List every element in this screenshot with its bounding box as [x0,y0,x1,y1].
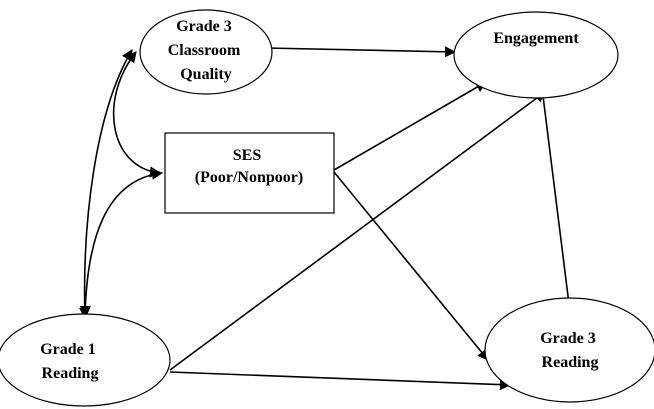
node-label-line: Engagement [493,30,579,47]
node-label-line: Grade 3 [540,330,596,347]
edges [79,46,575,391]
node-label-line: Quality [180,66,232,83]
node-grade3-classroom-quality: Grade 3 Classroom Quality [139,9,273,95]
node-label-line: (Poor/Nonpoor) [195,169,303,186]
node-label-line: Reading [542,354,599,371]
node-label-line: SES [233,147,262,164]
node-label-line: Grade 1 [40,341,96,358]
node-label-line: Grade 3 [176,18,232,35]
edge-engagement-to-grade3-reading [542,95,575,314]
node-grade1-reading: Grade 1 Reading [0,313,171,407]
svg-text:Engagement: Engagement [493,30,579,47]
edge-ses-to-engagement [333,81,487,171]
edge-grade1-reading-to-engagement [169,91,546,371]
svg-text:Grade 3 Classroom: Grade 3 Classroom Quality [168,18,245,83]
correlation-classroom-quality-grade1-reading [79,49,133,320]
node-grade3-reading: Grade 3 Reading [484,297,654,403]
node-ses: SES (Poor/Nonpoor) [164,132,335,214]
svg-text:SES (Poor/Nonpoor): SES (Poor/Nonpoor) [195,147,303,186]
svg-text:Grade 1 Reading: Grade 1 Reading [40,341,100,382]
svg-text:Grade 3 Reading: Grade 3 Reading [540,330,600,371]
edge-grade1-reading-to-grade3-reading [169,371,512,391]
node-label-line: Reading [42,365,99,382]
edge-ses-to-grade3-reading [333,171,489,361]
correlation-ses-grade1-reading [79,168,164,318]
node-engagement: Engagement [453,11,619,99]
edge-classroom-quality-to-engagement [265,46,457,58]
node-label-line: Classroom [168,42,241,59]
